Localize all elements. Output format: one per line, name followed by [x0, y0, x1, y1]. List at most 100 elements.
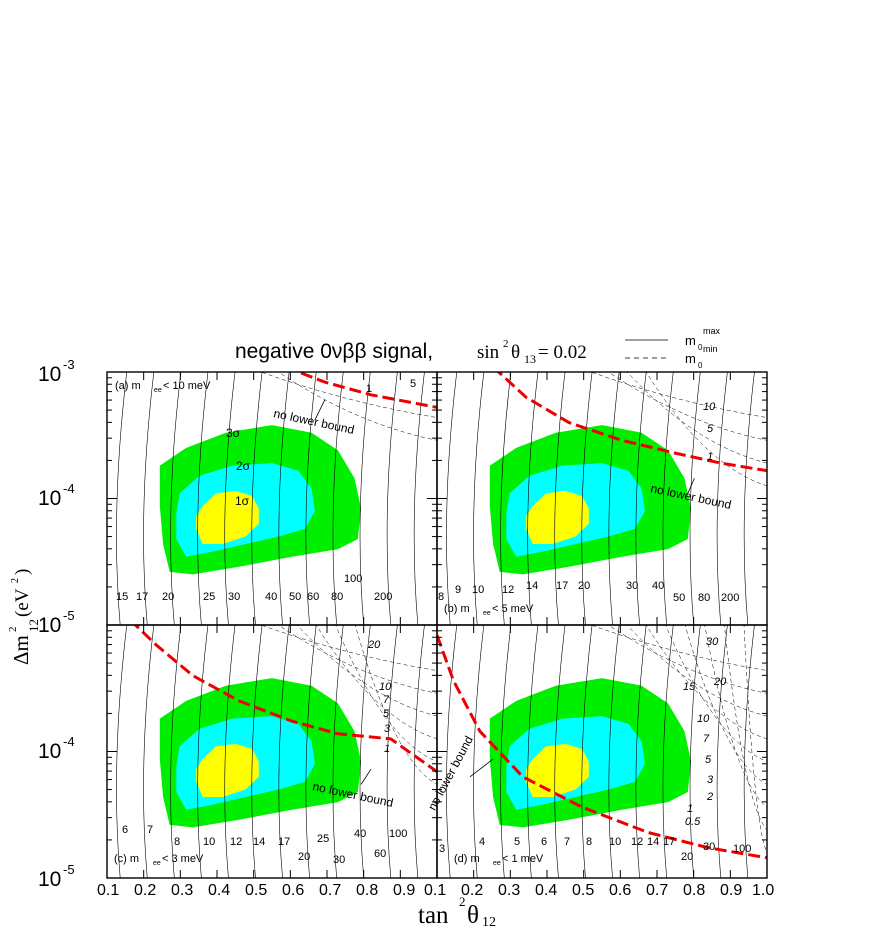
- panel-a-annotation-arrow: [314, 399, 326, 421]
- x-tick-l-2: 0.3: [171, 882, 193, 899]
- panel-c-lower-bound-curve: [133, 625, 437, 773]
- x-axis-title: tan 2 θ 12: [418, 894, 496, 926]
- x-tick-r-5: 0.6: [609, 882, 631, 899]
- panel-b-solid-contour-6: [608, 372, 620, 625]
- panel-d-dashed-contour-6: [704, 625, 767, 808]
- y-tick-exp-2: -5: [63, 608, 75, 623]
- panel-b-s-11: 200: [721, 592, 739, 604]
- panel-d-sigma1-region: [526, 743, 589, 797]
- panel-d-solid-contour-11: [743, 625, 755, 878]
- panel-b-solid-contour-0: [446, 372, 458, 625]
- panel-b-annotation-arrow: [687, 478, 695, 494]
- panel-d-dashed-contour-8: [743, 625, 767, 853]
- panel-b-solid-contour-11: [743, 372, 755, 625]
- panel-a-solid-contour-7: [305, 372, 317, 625]
- panel-a-plot-area: [116, 372, 437, 625]
- panel-a-solid-contour-2: [170, 372, 182, 625]
- panel-d-label: (d) m: [454, 853, 480, 865]
- panel-b-plot-area: [446, 372, 767, 625]
- xlabel-sub: 12: [482, 915, 496, 926]
- panel-c-dashed-contour-5: [354, 625, 437, 785]
- title-param: sin: [477, 342, 500, 363]
- panel-b-sigma1-region: [526, 490, 589, 544]
- panel-d-solid-contour-6: [608, 625, 620, 878]
- panel-d-solid-contour-9: [689, 625, 701, 878]
- y-tick-base-4: 10: [38, 868, 61, 891]
- panel-b-d-1: 5: [707, 423, 714, 435]
- panel-c-label-cond: < 3 meV: [162, 853, 204, 865]
- x-tick-l-0: 0.1: [97, 882, 119, 899]
- panel-d-solid-contour-0: [446, 625, 458, 878]
- panel-c-d-3: 5: [383, 708, 390, 720]
- panel-c-dashed-contour-4: [335, 625, 437, 762]
- panel-a-d-1: 5: [410, 378, 416, 390]
- panel-d-s-4: 7: [564, 836, 570, 848]
- panel-d-solid-contour-2: [500, 625, 512, 878]
- panel-b-s-9: 50: [673, 592, 685, 604]
- panel-a-dashed-contour-0: [260, 372, 437, 418]
- panel-c-s-4: 12: [230, 836, 242, 848]
- panel-b-solid-contour-10: [716, 372, 728, 625]
- panel-b-solid-contour-9: [689, 372, 701, 625]
- panel-b-dashed-contour-2: [626, 372, 767, 464]
- panel-b-dashed-contour-1: [607, 372, 767, 441]
- y-tick-exp-3: -4: [63, 734, 75, 749]
- y-tick-base-3: 10: [38, 740, 61, 763]
- panel-b-solid-contour-7: [635, 372, 647, 625]
- panel-c-solid-contour-0: [116, 625, 128, 878]
- title-theta: θ: [511, 342, 520, 363]
- panel-c-solid-contour-5: [251, 625, 263, 878]
- panel-a-s-2: 20: [162, 591, 174, 603]
- panel-d-solid-contour-3: [527, 625, 539, 878]
- panel-c-s-8: 25: [317, 833, 329, 845]
- panel-a-s-1: 17: [136, 591, 148, 603]
- x-tick-r-7: 0.8: [683, 882, 705, 899]
- xlabel-sup: 2: [459, 894, 466, 909]
- panel-c-solid-contour-3: [197, 625, 209, 878]
- panel-b-dashed-contour-3: [645, 372, 767, 487]
- title-sup: 2: [503, 338, 509, 350]
- panel-b-solid-contour-5: [581, 372, 593, 625]
- panel-b-dashed-contour-0: [590, 372, 767, 418]
- panel-d-annotation-arrow: [469, 758, 494, 778]
- panel-c-s-11: 60: [374, 848, 386, 860]
- panel-a-s-0: 15: [116, 591, 128, 603]
- ylabel-sup: 2: [7, 627, 19, 633]
- panel-d-dashed-contour-4: [665, 625, 767, 762]
- panel-a-s-5: 40: [265, 591, 277, 603]
- legend-name-1: m: [685, 351, 696, 366]
- panel-d-d-7: 2: [706, 791, 713, 803]
- panel-b-solid-contour-2: [500, 372, 512, 625]
- panel-d-s-0: 3: [439, 843, 445, 855]
- panel-b-s-7: 30: [626, 580, 638, 592]
- panel-a-s-8: 80: [331, 591, 343, 603]
- x-tick-r-2: 0.3: [498, 882, 520, 899]
- panel-b-s-3: 12: [502, 584, 514, 596]
- panel-c-solid-contour-2: [170, 625, 182, 878]
- panel-c-d-0: 20: [367, 639, 381, 651]
- xlabel-main: tan: [418, 902, 449, 926]
- panel-b-s-5: 17: [556, 580, 568, 592]
- legend-sub-1: 0: [698, 361, 703, 370]
- panel-d-d-4: 7: [703, 733, 710, 745]
- panel-d-d-0: 30: [706, 636, 719, 648]
- panel-c-solid-contour-11: [413, 625, 425, 878]
- x-tick-l-5: 0.6: [282, 882, 304, 899]
- panel-a-s-7: 60: [307, 591, 319, 603]
- panel-c-dashed-contour-1: [277, 625, 437, 694]
- panel-b-s-10: 80: [698, 592, 710, 604]
- panel-c: (c) m ee < 3 meV no lower bound 6 7 8 10…: [106, 624, 438, 879]
- panel-b-label: (b) m: [444, 603, 470, 615]
- panel-d-solid-contour-10: [716, 625, 728, 878]
- panel-d-s-11: 30: [703, 841, 715, 853]
- panel-c-s-10: 40: [354, 828, 366, 840]
- panel-c-s-1: 7: [147, 824, 153, 836]
- panel-b-s-8: 40: [652, 580, 664, 592]
- legend: m 0 max m 0 min: [625, 326, 721, 370]
- legend-sup-1: min: [703, 344, 718, 354]
- panel-d-s-10: 20: [681, 851, 693, 863]
- panel-c-d-5: 1: [384, 743, 390, 755]
- panel-c-s-5: 14: [253, 836, 265, 848]
- x-tick-l-1: 0.2: [134, 882, 156, 899]
- panel-a-s-3: 25: [203, 591, 215, 603]
